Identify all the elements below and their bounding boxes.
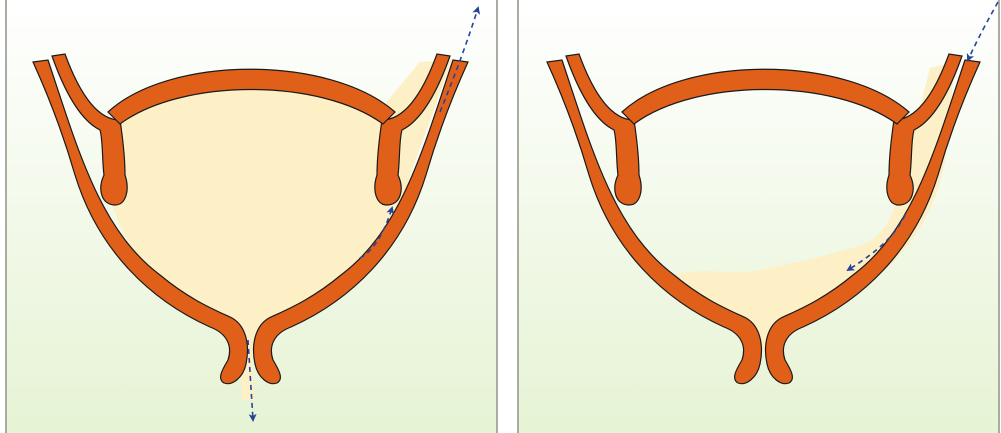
panel-right: [517, 0, 999, 433]
panel-left: [5, 0, 497, 433]
